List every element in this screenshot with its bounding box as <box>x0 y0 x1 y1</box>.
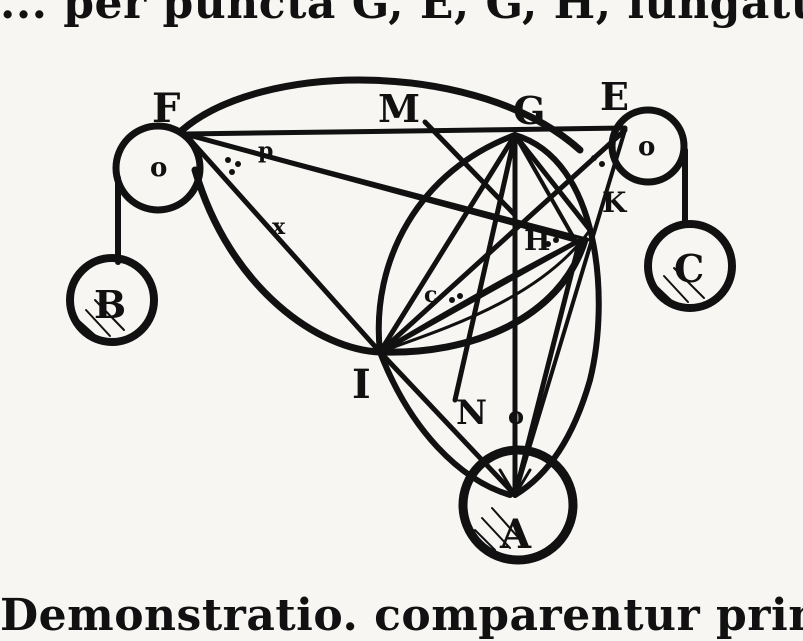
line-h-a <box>512 237 583 498</box>
label-g: G <box>513 88 545 133</box>
label-o-bottom: o <box>508 401 524 430</box>
label-i: I <box>352 361 371 408</box>
bottom-text-line: Demonstratio. comparentur primò per lere <box>0 590 803 641</box>
arc-i-h <box>378 238 582 354</box>
weight-a <box>458 445 578 565</box>
line-g-k <box>512 132 593 233</box>
label-h: H <box>524 224 550 257</box>
label-o-left: o <box>150 153 167 183</box>
line-f-e <box>182 125 628 137</box>
inner-circle-right <box>512 132 602 498</box>
line-g-n <box>452 132 518 403</box>
line-f-i <box>182 131 383 355</box>
label-e: E <box>600 74 629 119</box>
line-g-i <box>377 132 518 355</box>
geometric-figure: F M G E K H B C I N A o o o p x c <box>66 74 736 565</box>
label-b: B <box>94 282 126 327</box>
lower-left-arc <box>377 349 513 498</box>
weight-c <box>644 220 736 312</box>
label-m: M <box>378 86 420 131</box>
line-e-a <box>513 128 627 497</box>
label-c: C <box>674 246 704 291</box>
arc-i-k <box>378 228 592 354</box>
label-n: N <box>456 393 487 433</box>
top-text-line: ... per puncta G, E, G, H, iungatur line… <box>0 0 803 29</box>
pulley-left <box>112 122 204 214</box>
label-a: A <box>499 511 532 558</box>
label-f: F <box>152 85 180 132</box>
line-e-i <box>377 127 628 355</box>
label-p: p <box>258 138 273 164</box>
line-g-h <box>513 133 577 242</box>
pulley-right <box>608 106 688 186</box>
label-k: K <box>602 186 628 219</box>
label-x: x <box>272 214 286 240</box>
label-c-small: c <box>424 282 437 308</box>
line-i-a <box>377 349 518 498</box>
label-o-right: o <box>638 132 655 162</box>
upper-arc <box>176 76 584 154</box>
weight-b <box>66 254 158 346</box>
inner-circle-left <box>375 132 518 355</box>
